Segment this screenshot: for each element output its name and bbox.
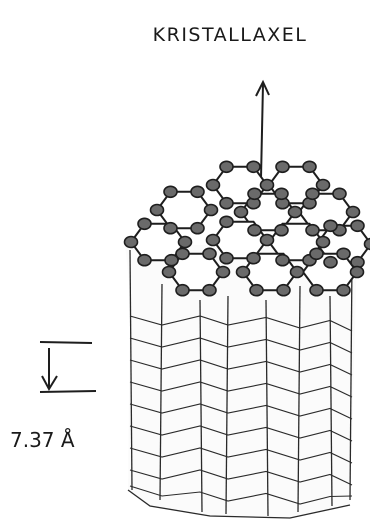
atom: [309, 283, 324, 297]
facet-edge: [297, 285, 301, 513]
layer-line: [129, 381, 353, 398]
atom: [363, 237, 370, 251]
atom: [345, 205, 361, 219]
atom: [276, 283, 291, 297]
atom: [205, 233, 221, 247]
atom: [323, 255, 338, 269]
atom: [315, 235, 331, 249]
atom: [274, 187, 289, 201]
atom: [161, 265, 177, 279]
atom: [203, 203, 219, 217]
atom: [175, 247, 190, 261]
atom: [163, 221, 178, 235]
atom: [235, 265, 251, 279]
atom: [249, 283, 264, 297]
atom: [137, 217, 152, 231]
atom: [246, 251, 261, 265]
atom: [202, 247, 217, 261]
facet-edge: [129, 249, 133, 491]
atom: [323, 219, 338, 233]
atom: [350, 219, 365, 233]
atom: [190, 185, 205, 199]
atom: [275, 253, 290, 267]
crystal-axis-label: KRISTALLAXEL: [153, 24, 308, 46]
atom: [175, 283, 190, 297]
layer-line: [129, 315, 353, 332]
crystal-column-body: [125, 245, 357, 519]
atom: [275, 160, 290, 174]
atom: [123, 235, 139, 249]
atom: [309, 247, 324, 261]
atom: [137, 253, 152, 267]
layer-line: [129, 359, 353, 376]
hexagon-ring: [155, 190, 213, 230]
facet-edge: [349, 259, 353, 501]
facet-edge: [199, 299, 203, 513]
atom: [332, 187, 347, 201]
atom: [177, 235, 193, 249]
atom: [149, 203, 165, 217]
atom: [246, 160, 261, 174]
atom: [219, 215, 234, 229]
layer-line: [129, 337, 353, 354]
layer-line: [129, 469, 353, 486]
layer-line: [129, 485, 353, 505]
atom: [164, 253, 179, 267]
atom: [247, 187, 262, 201]
atom: [315, 178, 331, 192]
atom: [205, 178, 221, 192]
atom: [336, 283, 351, 297]
atom: [247, 223, 262, 237]
facet-edge: [159, 283, 163, 501]
atom: [202, 283, 217, 297]
atom: [163, 185, 178, 199]
atom: [287, 205, 303, 219]
crystal-axis-arrow: [255, 79, 270, 179]
atom: [215, 265, 231, 279]
facet-edge: [329, 295, 333, 507]
atom: [259, 233, 275, 247]
atom: [219, 196, 234, 210]
layer-line: [129, 425, 353, 442]
atom: [274, 223, 289, 237]
layer-line: [129, 447, 353, 464]
atom: [305, 223, 320, 237]
atom: [219, 251, 234, 265]
facet-edge: [225, 295, 229, 515]
atom: [219, 160, 234, 174]
atom: [336, 247, 351, 261]
atom: [302, 160, 317, 174]
atom-positions: [123, 160, 370, 297]
atom: [190, 221, 205, 235]
atom: [305, 187, 320, 201]
layer-line: [129, 403, 353, 420]
atom: [259, 178, 275, 192]
layer-spacing-marker: [39, 341, 97, 393]
facet-edge: [265, 299, 269, 517]
atom: [289, 265, 305, 279]
atom: [349, 265, 365, 279]
atom: [233, 205, 249, 219]
layer-spacing-value: 7.37 Å: [10, 428, 75, 452]
